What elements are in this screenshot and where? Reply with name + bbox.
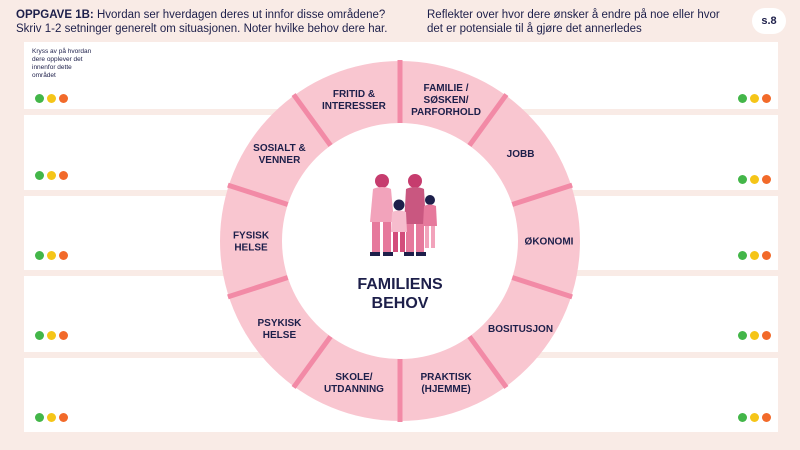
rating-dots-right-1[interactable] <box>738 94 771 103</box>
wheel-divider <box>291 334 333 389</box>
wheel-segment-label: FAMILIE /SØSKEN/PARFORHOLD <box>411 83 481 118</box>
wheel-dividers <box>227 60 573 422</box>
wheel-labels: FAMILIE /SØSKEN/PARFORHOLD JOBB ØKONOMI BOS… <box>233 83 574 395</box>
parent-right-figure <box>404 174 426 256</box>
wheel-segment-label-line: ØKONOMI <box>525 237 574 248</box>
wheel-segment-label: BOSITUSJON <box>488 324 553 335</box>
task-label: OPPGAVE 1B: <box>16 9 94 21</box>
orange-rating-dot[interactable] <box>59 94 68 103</box>
green-rating-dot[interactable] <box>35 171 44 180</box>
yellow-rating-dot[interactable] <box>750 251 759 260</box>
rating-dots-right-4[interactable] <box>738 331 771 340</box>
wheel-segment-label-line: VENNER <box>259 155 301 166</box>
rating-dots-left-5[interactable] <box>35 413 68 422</box>
yellow-rating-dot[interactable] <box>47 171 56 180</box>
orange-rating-dot[interactable] <box>762 413 771 422</box>
orange-rating-dot[interactable] <box>59 171 68 180</box>
wheel-segment-label-line: (HJEMME) <box>421 384 470 395</box>
wheel-segment-label-line: FRITID & <box>333 89 375 100</box>
task-instructions: OPPGAVE 1B: Hvordan ser hverdagen deres … <box>16 8 396 36</box>
yellow-rating-dot[interactable] <box>47 251 56 260</box>
wheel-divider <box>467 93 509 148</box>
family-illustration <box>370 174 437 256</box>
rating-dots-right-3[interactable] <box>738 251 771 260</box>
orange-rating-dot[interactable] <box>59 331 68 340</box>
wheel-segment-label-line: PSYKISK <box>258 318 303 329</box>
rating-dots-left-4[interactable] <box>35 331 68 340</box>
rating-dots-left-1[interactable] <box>35 94 68 103</box>
center-title-line-1: FAMILIENS <box>357 276 443 293</box>
task-line-2: Skriv 1-2 setninger generelt om situasjo… <box>16 23 388 35</box>
wheel-segment-label: ØKONOMI <box>525 237 574 248</box>
wheel-segment-label-line: SOSIALT & <box>253 143 306 154</box>
green-rating-dot[interactable] <box>738 251 747 260</box>
yellow-rating-dot[interactable] <box>47 94 56 103</box>
reflect-line-2: det er potensiale til å gjøre det annerl… <box>427 23 642 35</box>
wheel-segment-label: FRITID &INTERESSER <box>322 89 387 112</box>
orange-rating-dot[interactable] <box>762 175 771 184</box>
wheel-segment-label-line: PARFORHOLD <box>411 107 481 118</box>
yellow-rating-dot[interactable] <box>47 331 56 340</box>
wheel-segment-label-line: FYSISK <box>233 231 270 242</box>
page-number-badge: s.8 <box>752 8 786 34</box>
wheel-segment-label-line: SKOLE/ <box>335 372 372 383</box>
wheel-segment-label-line: HELSE <box>234 243 268 254</box>
wheel-divider <box>467 334 509 389</box>
wheel-segment-label-line: SØSKEN/ <box>424 95 469 106</box>
yellow-rating-dot[interactable] <box>750 175 759 184</box>
yellow-rating-dot[interactable] <box>750 331 759 340</box>
wheel-segment-label: SOSIALT &VENNER <box>253 143 306 166</box>
wheel-segment-label-line: BOSITUSJON <box>488 324 553 335</box>
orange-rating-dot[interactable] <box>762 331 771 340</box>
small-child-figure <box>423 195 437 248</box>
wheel-segment-label-line: JOBB <box>507 149 535 160</box>
wheel-divider <box>227 182 289 207</box>
orange-rating-dot[interactable] <box>59 251 68 260</box>
wheel-divider <box>511 182 573 207</box>
orange-rating-dot[interactable] <box>762 94 771 103</box>
reflection-instructions: Reflekter over hvor dere ønsker å endre … <box>427 8 727 36</box>
orange-rating-dot[interactable] <box>762 251 771 260</box>
yellow-rating-dot[interactable] <box>750 94 759 103</box>
wheel-segment-label-line: INTERESSER <box>322 101 387 112</box>
wheel-segment-label-line: UTDANNING <box>324 384 384 395</box>
green-rating-dot[interactable] <box>738 413 747 422</box>
wheel-divider <box>511 275 573 300</box>
green-rating-dot[interactable] <box>35 94 44 103</box>
yellow-rating-dot[interactable] <box>47 413 56 422</box>
wheel-divider <box>291 93 333 148</box>
rating-dots-left-3[interactable] <box>35 251 68 260</box>
green-rating-dot[interactable] <box>35 413 44 422</box>
wheel-divider <box>227 275 289 300</box>
green-rating-dot[interactable] <box>35 331 44 340</box>
wheel-segment-label: JOBB <box>507 149 535 160</box>
wheel-segment-label: PRAKTISK(HJEMME) <box>420 372 472 395</box>
rating-dots-right-5[interactable] <box>738 413 771 422</box>
green-rating-dot[interactable] <box>738 175 747 184</box>
wheel-segment-label-line: PRAKTISK <box>420 372 472 383</box>
yellow-rating-dot[interactable] <box>750 413 759 422</box>
child-figure <box>391 199 407 252</box>
orange-rating-dot[interactable] <box>59 413 68 422</box>
green-rating-dot[interactable] <box>738 331 747 340</box>
reflect-line-1: Reflekter over hvor dere ønsker å endre … <box>427 9 720 21</box>
task-line-1: Hvordan ser hverdagen deres ut innfor di… <box>96 9 386 21</box>
rating-instruction-note: Kryss av på hvordan dere opplever det in… <box>32 48 92 79</box>
rating-dots-right-2[interactable] <box>738 175 771 184</box>
wheel-segment-label-line: HELSE <box>263 330 297 341</box>
parent-left-figure <box>370 174 394 256</box>
green-rating-dot[interactable] <box>738 94 747 103</box>
rating-dots-left-2[interactable] <box>35 171 68 180</box>
wheel-segment-label: SKOLE/UTDANNING <box>324 372 384 395</box>
wheel-segment-label-line: FAMILIE / <box>424 83 469 94</box>
green-rating-dot[interactable] <box>35 251 44 260</box>
center-title-line-2: BEHOV <box>372 295 429 312</box>
